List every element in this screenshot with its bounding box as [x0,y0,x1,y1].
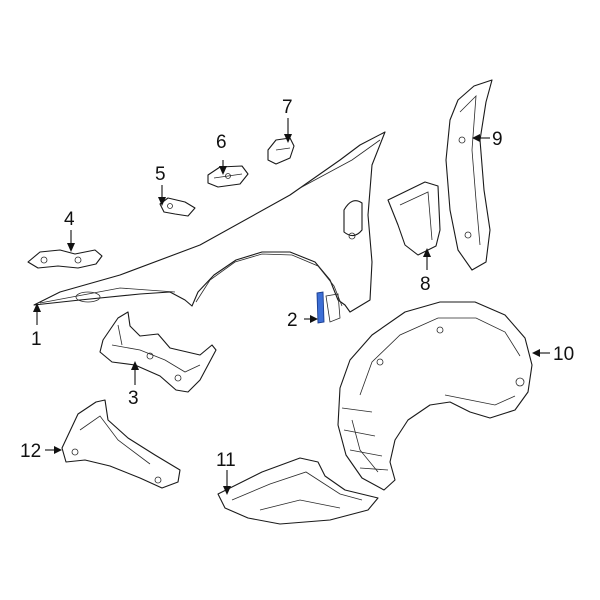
callout-12: 12 [20,441,41,462]
callout-10: 10 [553,344,574,365]
callout-5: 5 [155,164,166,185]
callout-2: 2 [287,310,298,331]
callout-7: 7 [282,97,293,118]
support-bracket-part [99,311,217,393]
fender-bracket-highlighted [316,291,325,324]
bracket-6-part [207,165,249,188]
brace-12-part [61,399,181,489]
callout-8: 8 [420,274,431,295]
bracket-5-part [159,197,196,217]
callout-4: 4 [64,209,75,230]
fender-part [33,131,386,323]
leader-lines [33,118,550,495]
callout-11: 11 [216,450,236,471]
bracket-7-part [267,137,295,165]
shield-8-part [387,181,441,256]
front-bracket-part [27,249,103,269]
callout-3: 3 [128,388,139,409]
callout-1: 1 [31,329,42,350]
seal-9-part [445,79,493,271]
fender-liner-part [337,301,533,491]
splash-shield-part [217,457,379,525]
callout-9: 9 [492,129,503,150]
callout-6: 6 [216,132,227,153]
